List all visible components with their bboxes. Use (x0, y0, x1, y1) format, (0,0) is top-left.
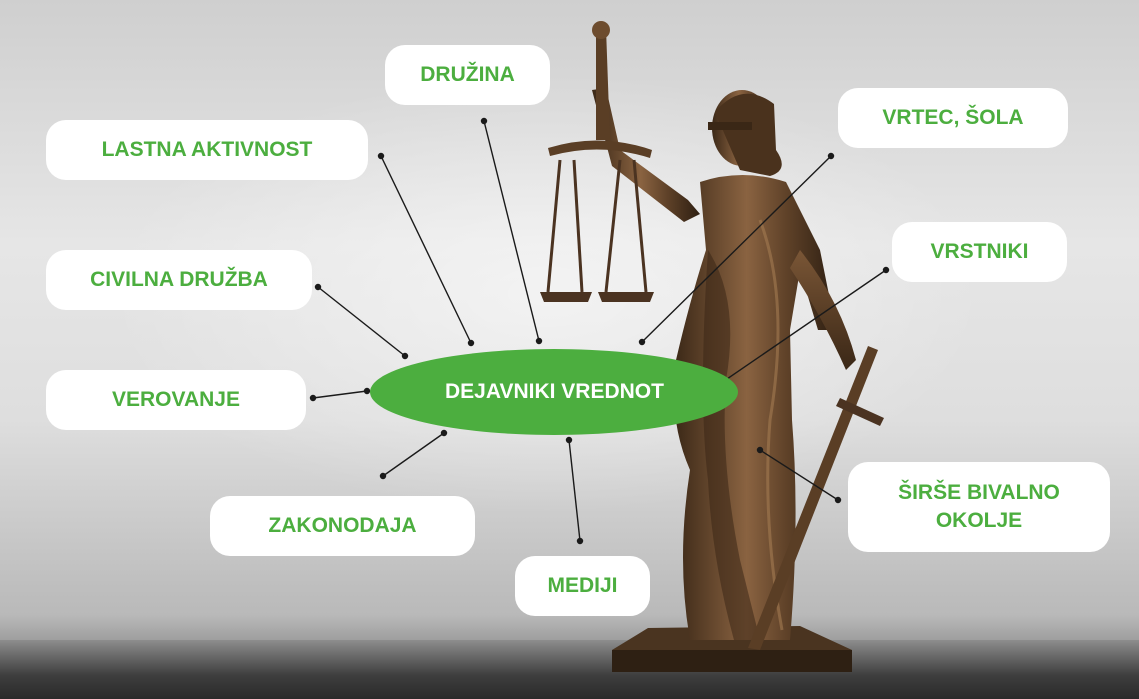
factor-verovanje: VEROVANJE (46, 370, 306, 430)
factor-lastna-aktivnost-label: LASTNA AKTIVNOST (101, 138, 313, 161)
factor-verovanje-label: VEROVANJE (112, 388, 240, 411)
connector-civilna-druzba (317, 286, 406, 357)
scale-post (596, 28, 610, 140)
factor-vrstniki-label: VRSTNIKI (930, 240, 1029, 263)
factor-druzina: DRUŽINA (385, 45, 550, 105)
factor-mediji-label: MEDIJI (547, 574, 618, 597)
factor-druzina-label: DRUŽINA (420, 63, 515, 86)
factor-civilna-druzba: CIVILNA DRUŽBA (46, 250, 312, 310)
factor-civilna-druzba-label: CIVILNA DRUŽBA (90, 268, 268, 291)
factor-lastna-aktivnost: LASTNA AKTIVNOST (46, 120, 368, 180)
factor-vrtec-sola-label: VRTEC, ŠOLA (882, 106, 1024, 129)
factor-vrtec-sola: VRTEC, ŠOLA (838, 88, 1068, 148)
scale-pan-right (598, 292, 654, 302)
connector-vrtec-sola (641, 155, 832, 343)
connector-zakonodaja (382, 432, 445, 477)
connector-vrstniki (707, 269, 887, 393)
connector-verovanje (312, 390, 368, 399)
center-label-box: DEJAVNIKI VREDNOT (370, 349, 739, 435)
factor-sirse-bivalno-okolje-label: ŠIRŠE BIVALNO OKOLJE (898, 481, 1060, 532)
factor-mediji: MEDIJI (515, 556, 650, 616)
scale-beam (548, 140, 652, 158)
factor-zakonodaja-label: ZAKONODAJA (268, 514, 417, 537)
lady-justice-statue (540, 21, 884, 672)
connector-lastna-aktivnost (380, 155, 472, 344)
factor-sirse-bivalno-okolje: ŠIRŠE BIVALNO OKOLJE (848, 462, 1110, 552)
scale-chains (546, 159, 648, 293)
floor-shadow (0, 640, 1139, 699)
scale-pan-left (540, 292, 592, 302)
statue-lowered-arm (790, 250, 856, 370)
center-ellipse (370, 349, 738, 435)
statue-sword (748, 346, 878, 650)
connector-sirse-bivalno-okolje (759, 449, 839, 501)
connector-mediji (568, 439, 581, 542)
connector-druzina (483, 120, 540, 342)
connector-lines (309, 117, 890, 545)
center-label: DEJAVNIKI VREDNOT (445, 380, 664, 403)
factor-vrstniki: VRSTNIKI (892, 222, 1067, 282)
factor-zakonodaja: ZAKONODAJA (210, 496, 475, 556)
